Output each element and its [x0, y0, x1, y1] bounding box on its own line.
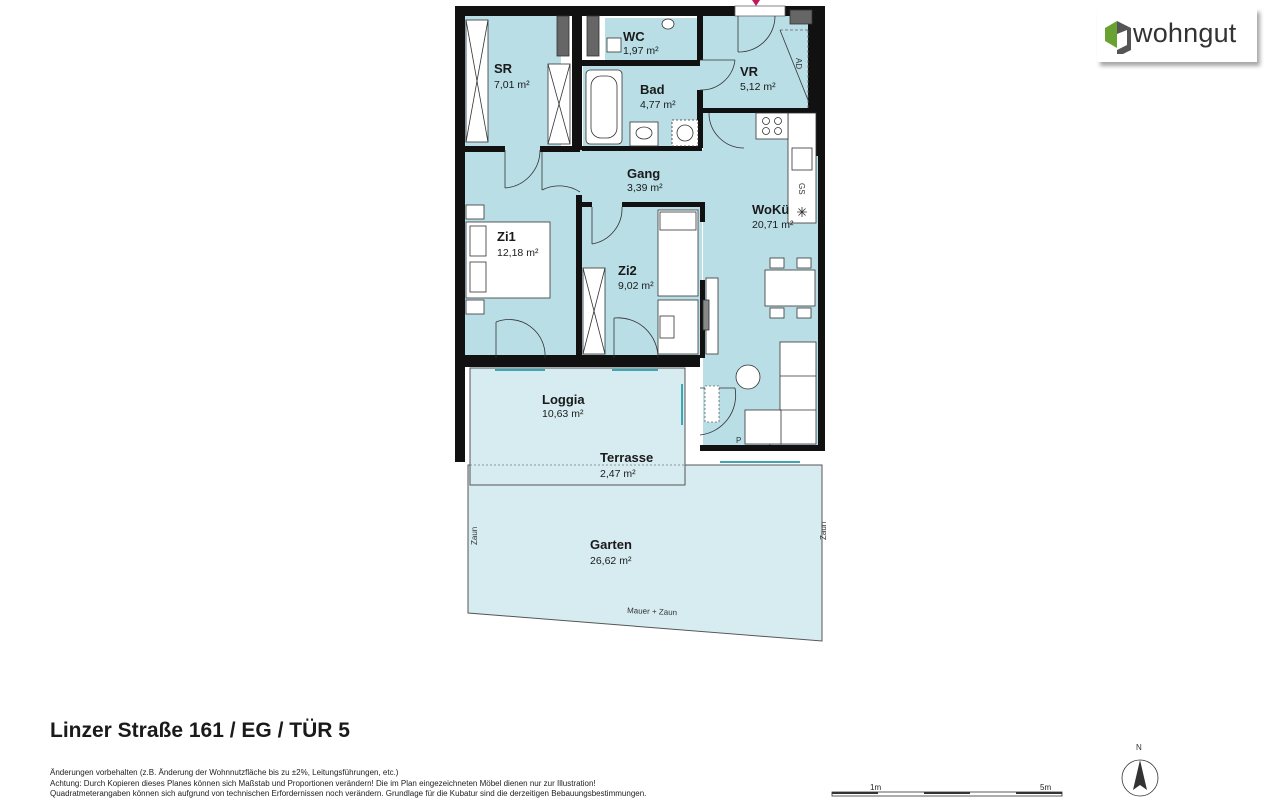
page-title: Linzer Straße 161 / EG / TÜR 5: [50, 719, 350, 742]
label-zi2: Zi2: [618, 263, 637, 278]
north-arrow: N: [1121, 743, 1159, 797]
area-zi1: 12,18 m²: [497, 247, 539, 259]
label-wokue: WoKü: [752, 202, 789, 217]
scale-label-1m: 1m: [870, 783, 881, 792]
disclaimer-line: Änderungen vorbehalten (z.B. Änderung de…: [50, 768, 399, 777]
dining-table: [764, 257, 816, 319]
bed-zi1: [465, 204, 551, 315]
disclaimer-line: Achtung: Durch Kopieren dieses Planes kö…: [50, 778, 596, 788]
entrance-marker-icon: [752, 0, 760, 6]
label-gang: Gang: [627, 166, 660, 181]
label-terrasse: Terrasse: [600, 450, 653, 465]
bed-zi2: [657, 209, 699, 355]
tv-unit: [702, 277, 719, 355]
loggia-area: [469, 367, 686, 486]
label-wc: WC: [623, 29, 645, 44]
label-p: P: [736, 436, 741, 445]
logo-wordmark: wohngut: [1133, 18, 1237, 48]
shoe-cabinet: [704, 385, 720, 423]
interior-walls: [465, 16, 818, 358]
kitchen-counter: [755, 112, 817, 224]
label-ad: AD: [794, 58, 803, 69]
area-bad: 4,77 m²: [640, 99, 676, 111]
area-garten: 26,62 m²: [590, 555, 632, 567]
area-wokue: 20,71 m²: [752, 219, 794, 231]
label-gs: GS: [797, 183, 806, 195]
area-gang: 3,39 m²: [627, 182, 663, 194]
area-vr: 5,12 m²: [740, 81, 776, 93]
area-zi2: 9,02 m²: [618, 280, 654, 292]
north-arrow-icon: [1133, 760, 1147, 790]
label-vr: VR: [740, 64, 759, 79]
window-frame-top: [734, 5, 786, 17]
scale-bar: 1m 5m: [831, 783, 1063, 797]
sofa: [735, 341, 817, 445]
area-sr: 7,01 m²: [494, 79, 530, 91]
label-sr: SR: [494, 61, 513, 76]
disclaimer: Änderungen vorbehalten (z.B. Änderung de…: [50, 768, 646, 800]
label-mauer-zaun: Mauer + Zaun: [627, 606, 677, 617]
room-labels: WC 1,97 m² SR 7,01 m² VR 5,12 m² Bad 4,7…: [494, 29, 794, 567]
north-label: N: [1136, 743, 1142, 752]
ad-diagonal: [779, 29, 809, 101]
area-terrasse: 2,47 m²: [600, 468, 636, 480]
wardrobe-units: [465, 9, 813, 355]
label-garten: Garten: [590, 537, 632, 552]
scale-label-5m: 5m: [1040, 783, 1051, 792]
area-loggia: 10,63 m²: [542, 408, 584, 420]
wohngut-logo: wohngut: [1097, 8, 1257, 62]
windows: [495, 369, 800, 463]
label-loggia: Loggia: [542, 392, 585, 407]
label-zi1: Zi1: [497, 229, 516, 244]
label-bad: Bad: [640, 82, 665, 97]
wohngut-logo-icon: [1105, 21, 1131, 54]
bathroom-fixtures: [585, 18, 699, 147]
label-zaun-left: Zaun: [470, 527, 479, 545]
area-wc: 1,97 m²: [623, 45, 659, 57]
disclaimer-line: Quadratmeterangaben können sich aufgrund…: [50, 789, 647, 798]
room-fill-vr: [700, 16, 810, 108]
snowflake-icon: [797, 207, 807, 217]
label-zaun-right: Zaun: [819, 522, 828, 540]
garden-area: [467, 464, 823, 642]
